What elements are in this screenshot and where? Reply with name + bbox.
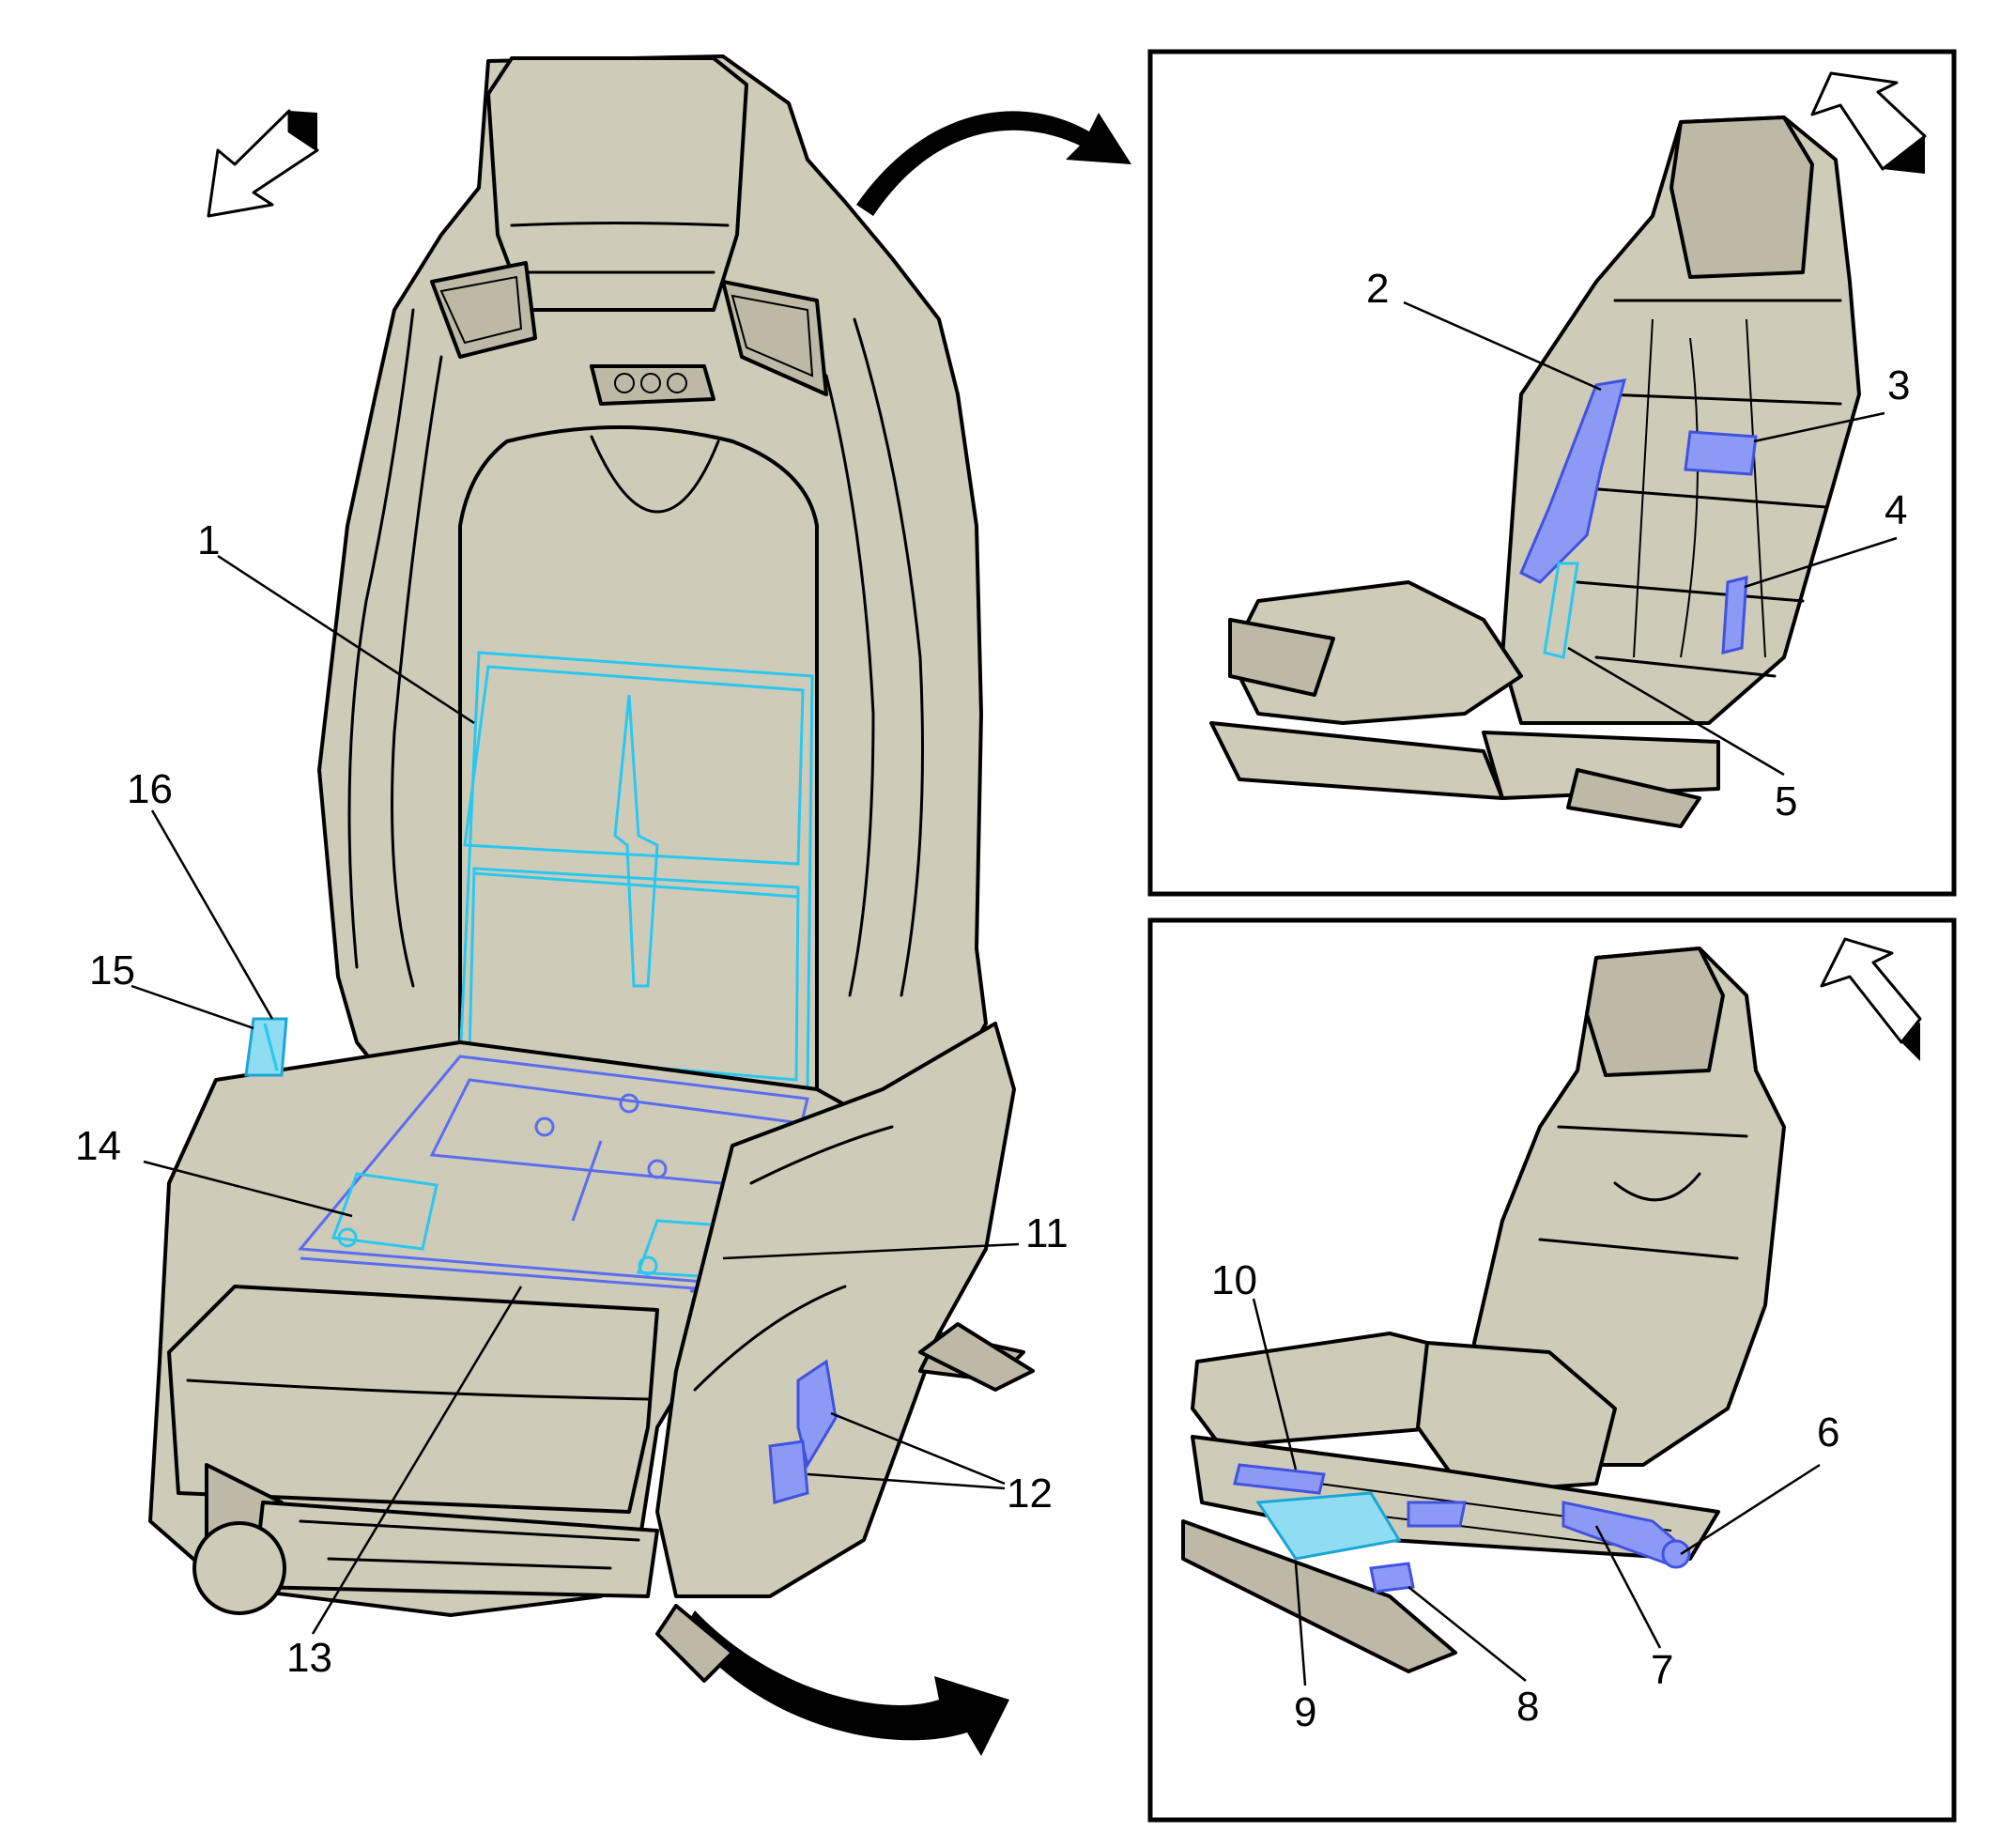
callout-2: 2 bbox=[1366, 266, 1389, 312]
callout-8: 8 bbox=[1516, 1684, 1539, 1730]
callout-5: 5 bbox=[1775, 778, 1797, 824]
callout-6: 6 bbox=[1817, 1409, 1839, 1455]
callout-10: 10 bbox=[1211, 1257, 1257, 1303]
seat-belt-buckle-switch bbox=[244, 1017, 288, 1077]
leader-lines bbox=[131, 300, 1898, 1686]
curved-arrow-to-seatback-inset bbox=[856, 111, 1131, 216]
headrest bbox=[486, 56, 748, 312]
callout-4: 4 bbox=[1885, 487, 1907, 533]
seat-memory-module bbox=[1255, 1491, 1402, 1561]
inset1-direction-arrow bbox=[1810, 71, 1927, 174]
lumbar-control-module bbox=[1684, 430, 1758, 476]
seat-tilt-motor bbox=[1369, 1562, 1415, 1594]
callout-labels: 1 2 3 4 5 6 7 8 9 10 11 12 13 14 15 16 bbox=[75, 266, 1910, 1735]
callout-7: 7 bbox=[1651, 1647, 1673, 1693]
lumbar-pump bbox=[1721, 576, 1748, 654]
seat-base-inset bbox=[1147, 917, 1957, 1823]
callout-15: 15 bbox=[89, 947, 135, 993]
callout-12: 12 bbox=[1007, 1471, 1053, 1517]
inset2-direction-arrow bbox=[1820, 937, 1922, 1061]
seat-recline-motor bbox=[1407, 1501, 1467, 1528]
curved-arrow-to-base-inset bbox=[684, 1610, 1009, 1756]
main-seat-view bbox=[148, 54, 1131, 1756]
seatback-harness bbox=[1543, 562, 1579, 659]
callout-14: 14 bbox=[75, 1123, 121, 1169]
seat-adjuster-switches bbox=[768, 1359, 838, 1504]
callout-9: 9 bbox=[1294, 1689, 1316, 1735]
forward-direction-arrow bbox=[207, 109, 319, 218]
lumbar-air-bladder bbox=[1519, 378, 1627, 584]
seat-track-motor bbox=[1233, 1463, 1326, 1495]
callout-1: 1 bbox=[197, 517, 220, 563]
callout-13: 13 bbox=[286, 1635, 332, 1681]
callout-16: 16 bbox=[127, 766, 173, 812]
callout-3: 3 bbox=[1887, 362, 1910, 408]
seat-back-cushion bbox=[458, 425, 819, 1091]
seatback-rear-inset bbox=[1147, 49, 1957, 897]
callout-11: 11 bbox=[1025, 1210, 1069, 1256]
